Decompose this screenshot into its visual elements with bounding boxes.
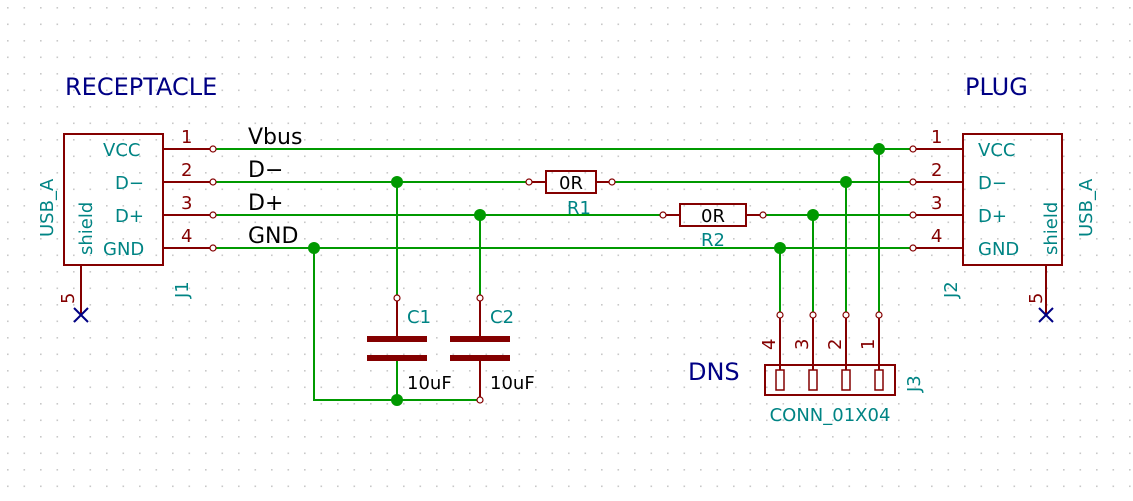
j3-pin4-num: 4 bbox=[759, 339, 780, 350]
connector-j3: 4 3 2 1 J3 CONN_01X04 bbox=[759, 311, 925, 426]
r2-ref: R2 bbox=[701, 230, 725, 251]
j2-no-connect-icon bbox=[1038, 307, 1054, 323]
j2-body bbox=[962, 133, 1063, 266]
wire-gnd-cap-loop bbox=[313, 248, 480, 401]
net-label-gnd: GND bbox=[248, 224, 298, 249]
junction-dminus-j3 bbox=[840, 176, 852, 188]
r1-value: 0R bbox=[559, 173, 583, 194]
j2-pin3-name: D+ bbox=[978, 206, 1007, 227]
junction-dplus-j3 bbox=[807, 209, 819, 221]
capacitor-c2: C2 10uF bbox=[450, 294, 535, 404]
resistor-r1: 0R R1 bbox=[525, 170, 616, 219]
j2-ref: J2 bbox=[941, 281, 962, 299]
r1-body bbox=[545, 170, 597, 194]
j1-pin4-num: 4 bbox=[181, 226, 192, 247]
c2-plate-bottom bbox=[450, 355, 510, 361]
j2-pin3-num: 3 bbox=[931, 193, 942, 214]
j2-pin4-name: GND bbox=[978, 239, 1019, 260]
net-label-dplus: D+ bbox=[248, 191, 283, 216]
j1-pins bbox=[80, 148, 213, 315]
junction-gnd-loop bbox=[308, 242, 320, 254]
j1-ref: J1 bbox=[172, 281, 193, 299]
j3-value: CONN_01X04 bbox=[770, 405, 891, 426]
j2-pin1-name: VCC bbox=[978, 140, 1015, 161]
j2-shield-pin-num: 5 bbox=[1026, 293, 1047, 304]
junctions bbox=[308, 143, 885, 406]
j2-pin2-name: D− bbox=[978, 173, 1007, 194]
c2-plate-top bbox=[450, 336, 510, 342]
j1-shield-pin-num: 5 bbox=[58, 293, 79, 304]
net-label-vbus: Vbus bbox=[248, 125, 302, 150]
junction-vbus bbox=[873, 143, 885, 155]
j3-pin2-num: 2 bbox=[825, 339, 846, 350]
junction-c1-dminus bbox=[391, 176, 403, 188]
j3-pin3-num: 3 bbox=[792, 339, 813, 350]
r1-ref: R1 bbox=[567, 198, 591, 219]
j1-pin2-name: D− bbox=[115, 173, 144, 194]
c1-ref: C1 bbox=[407, 307, 431, 328]
r2-body bbox=[679, 203, 747, 227]
j3-pin1-num: 1 bbox=[858, 339, 879, 350]
j1-pin1-num: 1 bbox=[181, 127, 192, 148]
j3-body bbox=[764, 364, 896, 396]
c1-plate-bottom bbox=[367, 355, 427, 361]
resistor-r2: 0R R2 bbox=[659, 203, 767, 251]
j1-pin1-name: VCC bbox=[103, 140, 140, 161]
connector-j1: VCC D− D+ GND 1 2 3 4 shield USB_A J1 5 bbox=[37, 127, 217, 323]
j3-ref: J3 bbox=[904, 375, 925, 393]
title-dns: DNS bbox=[688, 358, 740, 386]
c2-ref: C2 bbox=[490, 307, 514, 328]
j1-pin3-num: 3 bbox=[181, 193, 192, 214]
c2-value: 10uF bbox=[490, 373, 535, 394]
connector-j2: VCC D− D+ GND 1 2 3 4 shield USB_A J2 5 bbox=[909, 127, 1097, 323]
junction-gnd-j3 bbox=[774, 242, 786, 254]
j2-pin4-num: 4 bbox=[931, 226, 942, 247]
r2-value: 0R bbox=[701, 206, 725, 227]
j1-shield-label: shield bbox=[76, 202, 97, 255]
j2-value: USB_A bbox=[1076, 178, 1097, 237]
j2-pins bbox=[913, 148, 1047, 315]
title-receptacle: RECEPTACLE bbox=[65, 73, 217, 101]
junction-c2-dplus bbox=[474, 209, 486, 221]
net-label-dminus: D− bbox=[248, 158, 283, 183]
junction-c1-bottom bbox=[391, 394, 403, 406]
j2-pin1-num: 1 bbox=[931, 127, 942, 148]
j1-pin2-num: 2 bbox=[181, 160, 192, 181]
j1-no-connect-icon bbox=[73, 307, 89, 323]
j2-pin2-num: 2 bbox=[931, 160, 942, 181]
title-plug: PLUG bbox=[965, 73, 1028, 101]
j2-shield-label: shield bbox=[1041, 202, 1062, 255]
j1-body bbox=[63, 133, 164, 266]
c1-value: 10uF bbox=[407, 373, 452, 394]
j1-value: USB_A bbox=[37, 178, 58, 237]
j1-pin3-name: D+ bbox=[115, 206, 144, 227]
j1-pin4-name: GND bbox=[103, 239, 144, 260]
c1-plate-top bbox=[367, 336, 427, 342]
capacitor-c1: C1 10uF bbox=[367, 294, 452, 394]
